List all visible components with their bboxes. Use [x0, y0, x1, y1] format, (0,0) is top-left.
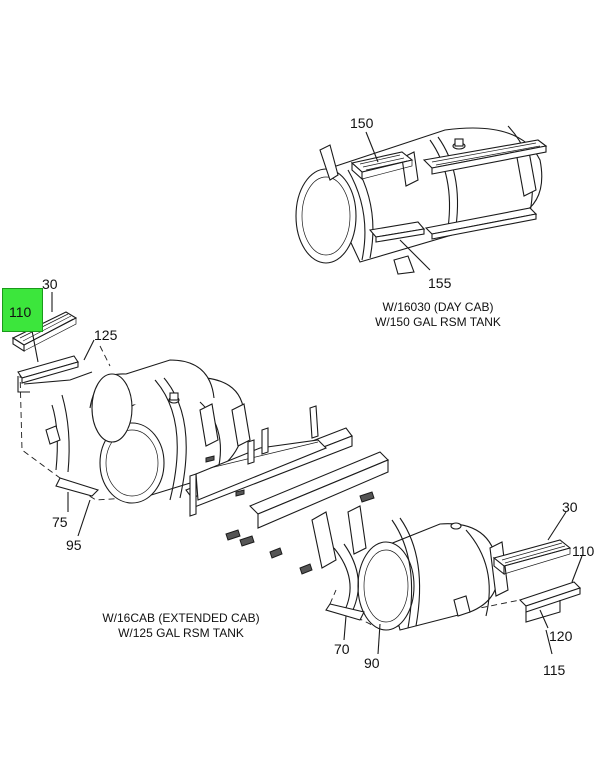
callout-110-right[interactable]: 110 [572, 543, 595, 559]
callout-90[interactable]: 90 [364, 655, 380, 671]
top-tank-assembly [295, 125, 548, 275]
callout-75[interactable]: 75 [52, 514, 68, 530]
right-tank-assembly [311, 505, 583, 655]
callout-95[interactable]: 95 [66, 537, 82, 553]
callout-125[interactable]: 125 [94, 327, 118, 343]
callout-110-highlighted[interactable]: 110 [2, 288, 43, 332]
top-caption-line-1: W/16030 (DAY CAB) [382, 300, 494, 314]
callout-120[interactable]: 120 [549, 628, 573, 644]
top-caption-line-2: W/150 GAL RSM TANK [375, 315, 501, 329]
callout-30-left[interactable]: 30 [42, 276, 58, 292]
frame-rails [185, 405, 389, 575]
callout-150[interactable]: 150 [350, 115, 374, 131]
top-caption: W/16030 (DAY CAB) W/150 GAL RSM TANK [358, 300, 518, 330]
callout-70[interactable]: 70 [334, 641, 350, 657]
callout-110-highlighted-label: 110 [9, 304, 32, 320]
bottom-caption: W/16CAB (EXTENDED CAB) W/125 GAL RSM TAN… [86, 611, 276, 641]
callout-30-right[interactable]: 30 [562, 499, 578, 515]
bottom-caption-line-2: W/125 GAL RSM TANK [118, 626, 244, 640]
bottom-caption-line-1: W/16CAB (EXTENDED CAB) [102, 611, 260, 625]
callout-155[interactable]: 155 [428, 275, 452, 291]
callout-115[interactable]: 115 [543, 662, 566, 678]
